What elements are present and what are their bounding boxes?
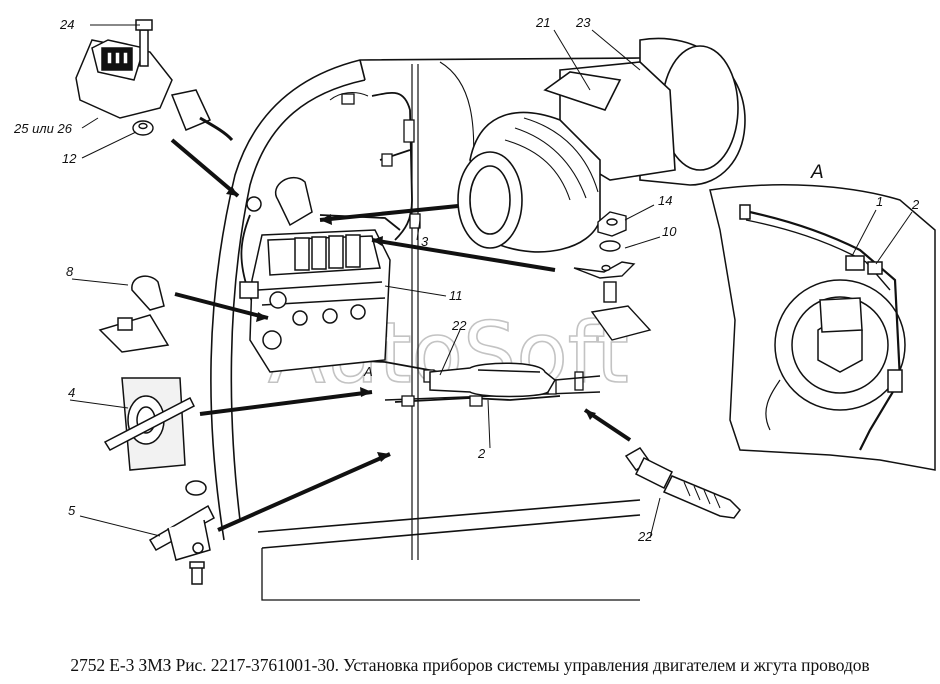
callout-labels: 24 25 или 26 12 8 4 5 21 23 14 10 3 11 2…: [13, 15, 920, 544]
callout-12: 12: [62, 151, 77, 166]
engine-block: [239, 176, 391, 373]
callout-22-top: 22: [451, 318, 467, 333]
arrow-sensor-10: [371, 238, 556, 272]
callout-8: 8: [66, 264, 74, 279]
inline-view-letter: А: [363, 364, 373, 379]
arrow-sensor-24: [170, 138, 240, 198]
bracket-5: [148, 480, 215, 585]
callout-25-or-26: 25 или 26: [13, 121, 73, 136]
callout-11: 11: [449, 288, 463, 303]
grommet-4: [103, 377, 195, 471]
callout-5: 5: [68, 503, 76, 518]
arrow-heads: [226, 186, 596, 462]
arrow-grommet-4: [199, 390, 373, 416]
callout-22-bottom: 22: [637, 529, 653, 544]
nut-14: [597, 211, 627, 237]
clamp-8: [98, 275, 170, 353]
callout-3: 3: [421, 234, 429, 249]
air-intake-assembly: [457, 37, 746, 253]
detail-view-a: [709, 184, 936, 471]
leader-lines: [69, 24, 913, 539]
nut-12: [132, 120, 154, 136]
callout-4: 4: [68, 385, 75, 400]
arrow-clamp-8: [174, 292, 269, 320]
callout-21: 21: [535, 15, 550, 30]
pointer-arrows: [170, 138, 632, 532]
callout-2-detail: 2: [911, 197, 920, 212]
callout-2-bottom: 2: [477, 446, 486, 461]
washer-10: [573, 240, 636, 279]
vehicle-body-outline: [210, 57, 641, 601]
sensor-24-25: [75, 19, 234, 142]
oxygen-sensor-22: [624, 447, 741, 519]
figure-caption: 2752 Е-3 ЗМЗ Рис. 2217-3761001-30. Устан…: [70, 655, 870, 675]
arrow-bracket-5: [217, 452, 391, 532]
arrow-intake: [319, 204, 459, 222]
callout-23: 23: [575, 15, 591, 30]
callout-1: 1: [876, 194, 883, 209]
callout-10: 10: [662, 224, 677, 239]
exhaust-section: [429, 362, 601, 398]
callout-14: 14: [658, 193, 672, 208]
callout-24: 24: [59, 17, 74, 32]
detail-view-letter: А: [810, 162, 824, 183]
temperature-sensor: [590, 281, 652, 341]
